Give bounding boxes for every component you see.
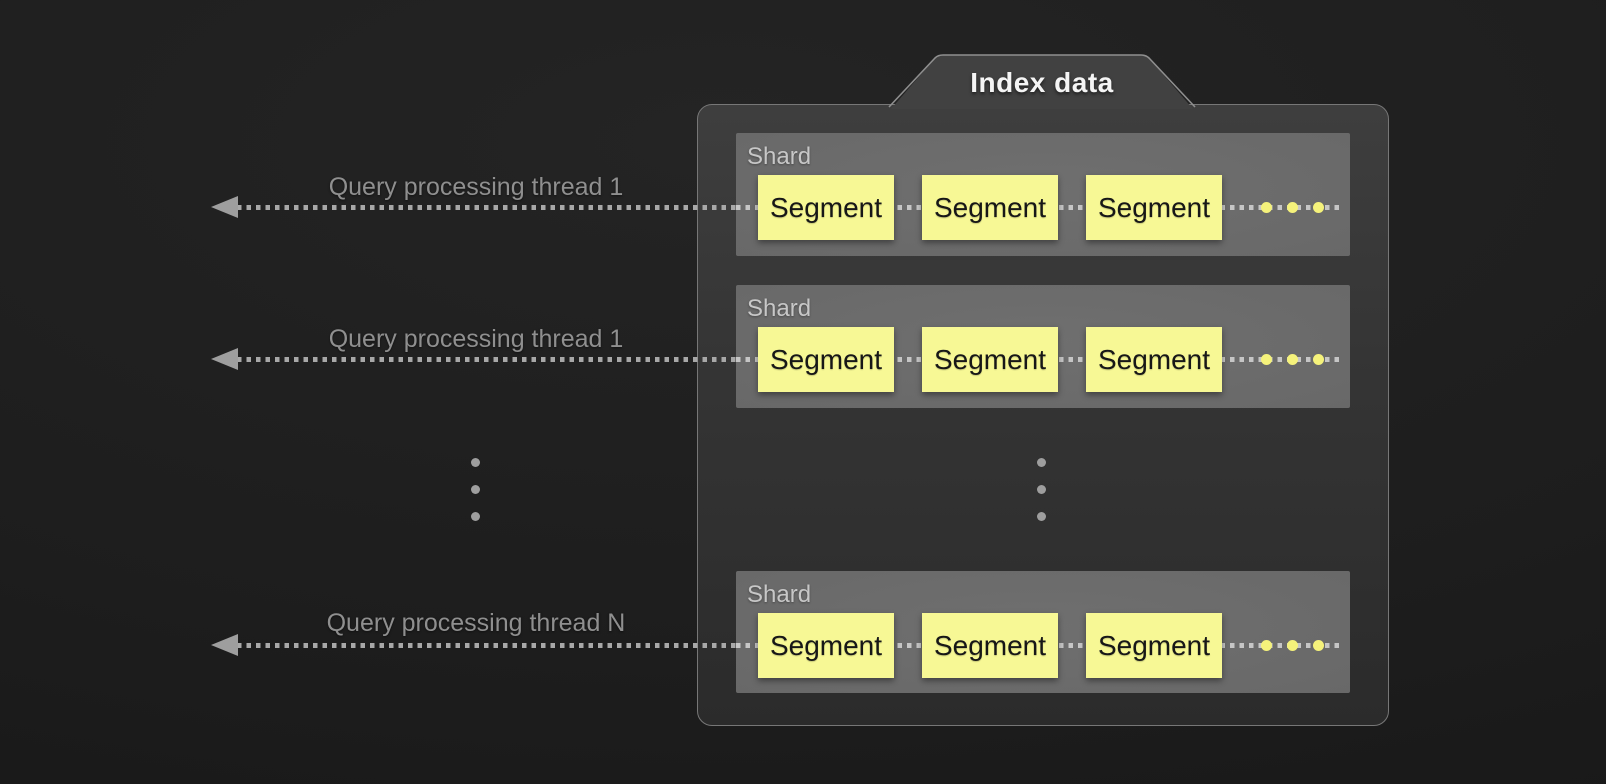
- query-arrow-line-n: [237, 643, 736, 648]
- yellow-dot-icon: [1287, 202, 1298, 213]
- shard-box-1: Shard Segment Segment Segment: [736, 133, 1350, 256]
- segments-row: Segment Segment Segment: [758, 613, 1222, 678]
- query-thread-label-1: Query processing thread 1: [328, 173, 624, 201]
- segment-box: Segment: [922, 327, 1058, 392]
- dot-icon: [471, 458, 480, 467]
- index-data-tab: [888, 54, 1196, 109]
- dot-icon: [1037, 458, 1046, 467]
- arrowhead-left-icon: [211, 348, 238, 370]
- more-segments-dots: [1261, 202, 1324, 213]
- index-data-tab-label: Index data: [970, 67, 1114, 98]
- dot-icon: [1037, 485, 1046, 494]
- vertical-ellipsis-threads: [471, 458, 480, 521]
- segment-box: Segment: [922, 175, 1058, 240]
- more-segments-dots: [1261, 640, 1324, 651]
- query-thread-label-2: Query processing thread 1: [328, 325, 624, 353]
- segment-box: Segment: [1086, 613, 1222, 678]
- segments-row: Segment Segment Segment: [758, 327, 1222, 392]
- shard-label: Shard: [747, 295, 812, 322]
- segment-box: Segment: [1086, 175, 1222, 240]
- arrowhead-left-icon: [211, 196, 238, 218]
- yellow-dot-icon: [1313, 640, 1324, 651]
- shard-label: Shard: [747, 143, 812, 170]
- segment-box: Segment: [758, 175, 894, 240]
- query-arrow-line-2: [237, 357, 736, 362]
- more-segments-dots: [1261, 354, 1324, 365]
- segment-box: Segment: [758, 327, 894, 392]
- dot-icon: [1037, 512, 1046, 521]
- yellow-dot-icon: [1261, 202, 1272, 213]
- vertical-ellipsis-shards: [1037, 458, 1046, 521]
- arrowhead-left-icon: [211, 634, 238, 656]
- segment-box: Segment: [922, 613, 1058, 678]
- dot-icon: [471, 485, 480, 494]
- shard-box-n: Shard Segment Segment Segment: [736, 571, 1350, 693]
- query-arrow-line-1: [237, 205, 736, 210]
- yellow-dot-icon: [1313, 202, 1324, 213]
- yellow-dot-icon: [1261, 354, 1272, 365]
- shard-label: Shard: [747, 581, 812, 608]
- yellow-dot-icon: [1313, 354, 1324, 365]
- shard-box-2: Shard Segment Segment Segment: [736, 285, 1350, 408]
- query-thread-label-n: Query processing thread N: [326, 609, 626, 637]
- segment-box: Segment: [758, 613, 894, 678]
- dot-icon: [471, 512, 480, 521]
- yellow-dot-icon: [1261, 640, 1272, 651]
- segment-box: Segment: [1086, 327, 1222, 392]
- yellow-dot-icon: [1287, 354, 1298, 365]
- yellow-dot-icon: [1287, 640, 1298, 651]
- segments-row: Segment Segment Segment: [758, 175, 1222, 240]
